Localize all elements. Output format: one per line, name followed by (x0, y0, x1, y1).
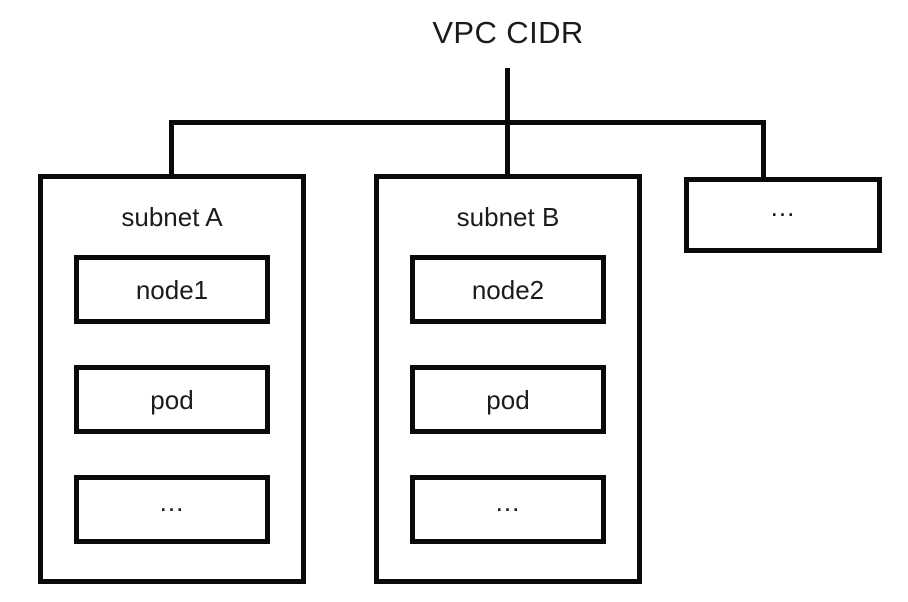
subnet-a-item-node1-label: node1 (135, 274, 209, 305)
connector-drop-subnet-b (505, 120, 510, 176)
subnet-b-title: subnet B (456, 202, 560, 232)
subnet-b-item-pod-label: pod (486, 384, 530, 415)
subnet-b-item-pod: pod (410, 365, 606, 434)
subnet-b-container: subnet B node2 pod ... (374, 174, 642, 584)
subnet-b-item-more-label: ... (495, 486, 521, 517)
connector-drop-subnet-a (169, 120, 174, 176)
connector-horizontal-bus (169, 120, 766, 125)
more-subnets-label: ... (770, 192, 796, 222)
connector-root-stem (505, 68, 510, 125)
subnet-a-title: subnet A (121, 202, 223, 232)
subnet-a-container: subnet A node1 pod ... (38, 174, 306, 584)
more-subnets-container: ... (684, 177, 882, 253)
subnet-a-item-pod: pod (74, 365, 270, 434)
connector-drop-more-subnets (761, 120, 766, 179)
subnet-b-item-node2: node2 (410, 255, 606, 324)
root-label-vpc-cidr: VPC CIDR (432, 15, 584, 50)
subnet-a-item-more: ... (74, 475, 270, 544)
subnet-a-item-more-label: ... (159, 486, 185, 517)
subnet-b-item-node2-label: node2 (471, 274, 545, 305)
subnet-a-item-pod-label: pod (150, 384, 194, 415)
subnet-b-item-more: ... (410, 475, 606, 544)
subnet-a-item-node1: node1 (74, 255, 270, 324)
